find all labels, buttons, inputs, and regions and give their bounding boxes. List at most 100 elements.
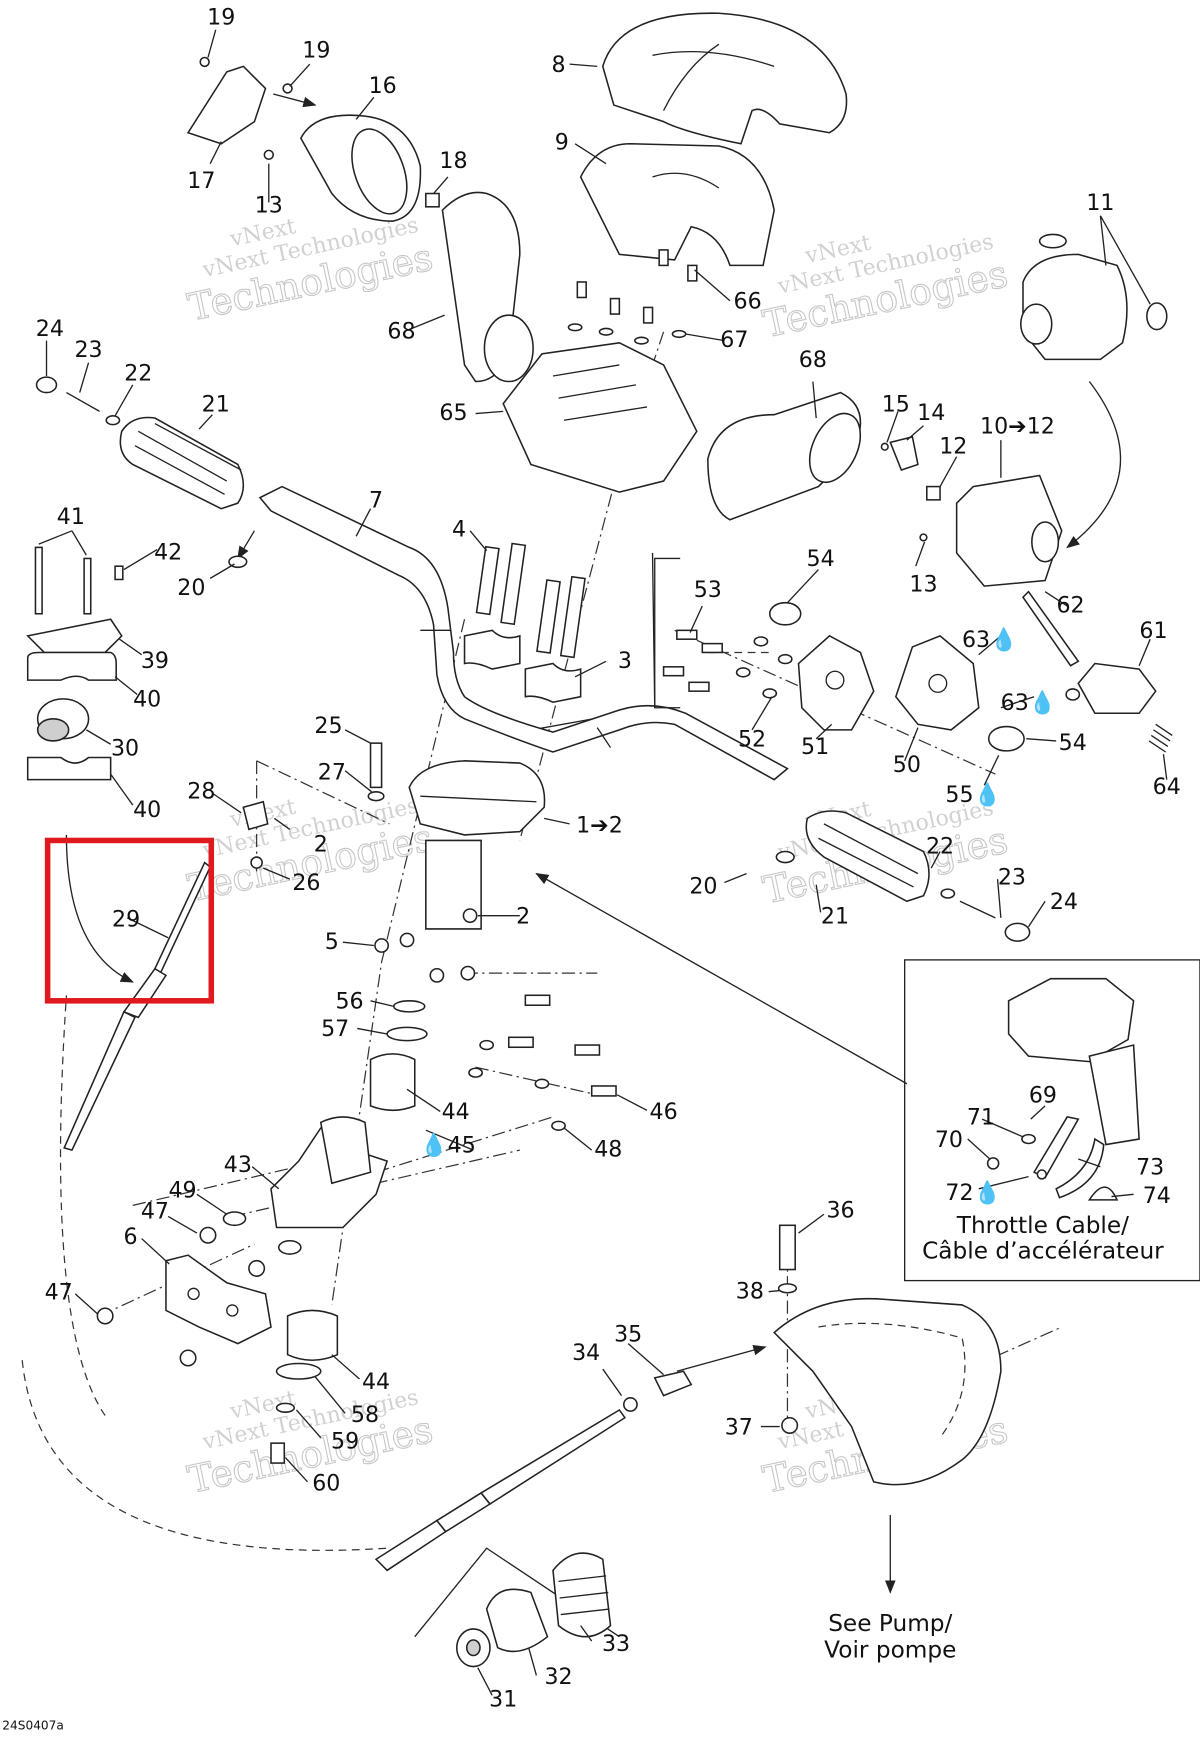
inset-steering-support (1007, 977, 1135, 1063)
pump-detail (818, 1322, 966, 1438)
callout-46: 46 (650, 1099, 678, 1125)
callout-11: 11 (1086, 190, 1114, 216)
rod-end-part-35 (653, 1370, 693, 1397)
callout-29: 29 (112, 907, 140, 933)
left-control-housing (186, 56, 440, 222)
nut-part-47 (96, 1307, 114, 1325)
callout-19: 19 (302, 38, 330, 64)
grommet (1038, 233, 1067, 249)
callout-16: 16 (369, 73, 397, 99)
callout-21: 21 (202, 391, 230, 417)
nut-part-34 (623, 1397, 638, 1412)
callout-13: 13 (255, 192, 283, 218)
highlight-box (44, 837, 215, 1004)
bushing-part-54 (768, 601, 802, 626)
cover-detail (652, 172, 720, 189)
callout-8: 8 (551, 52, 565, 78)
washer (479, 1039, 495, 1051)
callout-7: 7 (369, 488, 383, 514)
washer (671, 329, 687, 339)
end-cap-part-24 (35, 376, 58, 394)
steering-stem (242, 542, 586, 983)
callout-59: 59 (331, 1429, 359, 1455)
nut-set-part-5 (374, 932, 476, 983)
nut-part-18 (425, 192, 440, 208)
callout-68: 68 (387, 318, 415, 344)
callout-26: 26 (292, 870, 320, 896)
cable-ferrule (435, 1491, 492, 1533)
callout-73: 73 (1136, 1154, 1164, 1180)
support-flange (420, 795, 537, 803)
callout-21: 21 (821, 903, 849, 929)
assembly-arrow (65, 834, 134, 983)
callout-44: 44 (442, 1099, 470, 1125)
throttle-cable-caption-line1: Throttle Cable/ (956, 1212, 1129, 1239)
bushing-part-44 (286, 1309, 339, 1361)
bolt-part-4 (536, 579, 561, 654)
cable-dashed-path (21, 1360, 388, 1551)
callout-10-to-12: 10➔12 (980, 414, 1055, 440)
bolt (590, 1085, 617, 1097)
callout-13: 13 (909, 572, 937, 598)
callout-36: 36 (826, 1198, 854, 1224)
retaining-ring-part-56 (392, 1000, 426, 1013)
cable-inner (479, 1408, 626, 1506)
assembly-arrow (237, 530, 255, 560)
callout-37: 37 (725, 1414, 753, 1440)
callout-40: 40 (133, 687, 161, 713)
throttle-cable-caption-line2: Câble d’accélérateur (922, 1237, 1164, 1264)
washer (777, 653, 793, 665)
screw (576, 281, 587, 299)
callout-53: 53 (694, 577, 722, 603)
nut-part-2 (462, 908, 478, 924)
nut-part-47 (199, 1226, 217, 1244)
grommet-core (465, 1639, 481, 1657)
cable-dashed-path (59, 995, 106, 1416)
nut-part-47 (179, 1349, 197, 1367)
callout-50: 50 (893, 752, 921, 778)
bracket-part-17 (186, 65, 267, 145)
callout-30: 30 (111, 735, 139, 761)
callout-49: 49 (168, 1178, 196, 1204)
callout-20: 20 (689, 874, 717, 900)
callout-44: 44 (362, 1369, 390, 1395)
bolt-part-41 (34, 546, 43, 615)
callout-58: 58 (351, 1402, 379, 1428)
handlebar-mark (596, 727, 612, 748)
callout-63: 63💧 (1001, 689, 1057, 716)
callout-61: 61 (1139, 618, 1167, 644)
callout-34: 34 (572, 1340, 600, 1366)
bracket-part-39 (26, 618, 123, 654)
callout-32: 32 (544, 1664, 572, 1690)
console-ribs (552, 364, 648, 421)
screw (687, 264, 698, 282)
end-cap-part-24 (1004, 922, 1031, 942)
screw (658, 249, 669, 267)
callout-15: 15 (882, 391, 910, 417)
callout-65: 65 (439, 400, 467, 426)
callout-2: 2 (314, 832, 328, 858)
reference-code: 24S0407a (2, 1719, 64, 1733)
clamp-hole (928, 673, 948, 693)
bushing-part-44 (369, 1053, 416, 1112)
callout-70: 70 (935, 1127, 963, 1153)
bracket-hole (187, 1287, 200, 1301)
screw (676, 629, 698, 640)
callout-33: 33 (602, 1631, 630, 1657)
callout-38: 38 (736, 1278, 764, 1304)
washer-part-71 (1021, 1133, 1036, 1145)
support-neck (319, 1116, 372, 1185)
steering-shaft (425, 839, 482, 930)
screw (609, 297, 621, 315)
grip-guard-ring (483, 314, 534, 383)
fitting-threads (558, 1575, 610, 1616)
callout-24: 24 (36, 316, 64, 342)
callout-27: 27 (318, 760, 346, 786)
washer-part-58 (275, 1362, 322, 1380)
lube-point-72 (1036, 1169, 1047, 1180)
screw (642, 306, 654, 324)
callout-22: 22 (926, 834, 954, 860)
callout-69: 69 (1029, 1083, 1057, 1109)
screw-part-13 (919, 533, 928, 542)
ball-joint-part-28 (242, 800, 269, 831)
